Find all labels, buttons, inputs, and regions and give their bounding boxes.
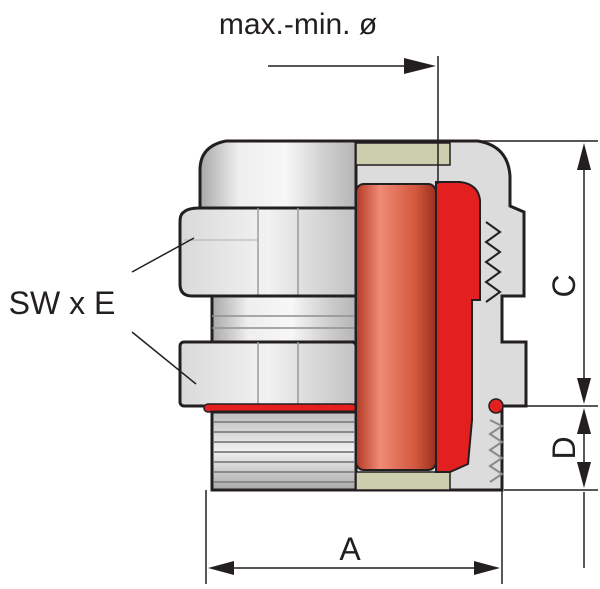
o-ring-section bbox=[488, 398, 504, 414]
gland-section bbox=[354, 139, 528, 492]
wrench-size-label: SW x E bbox=[9, 285, 116, 321]
liner-bottom bbox=[355, 471, 451, 491]
seal-insert bbox=[435, 181, 481, 473]
outer-thread-teeth bbox=[488, 419, 504, 483]
dome-cap bbox=[198, 139, 358, 210]
lower-hex-body bbox=[178, 340, 358, 408]
gland-exterior bbox=[178, 139, 358, 492]
dim-c-label: C bbox=[546, 274, 582, 297]
diameter-label: max.-min. ø bbox=[219, 8, 377, 41]
neck bbox=[210, 294, 358, 344]
dimensions bbox=[131, 56, 598, 584]
inner-thread-teeth bbox=[484, 221, 502, 303]
upper-hex-nut bbox=[178, 206, 358, 298]
dim-a-label: A bbox=[339, 531, 361, 567]
liner-top bbox=[355, 142, 451, 166]
dim-d-label: D bbox=[546, 436, 582, 459]
clamping-insert bbox=[355, 183, 437, 471]
